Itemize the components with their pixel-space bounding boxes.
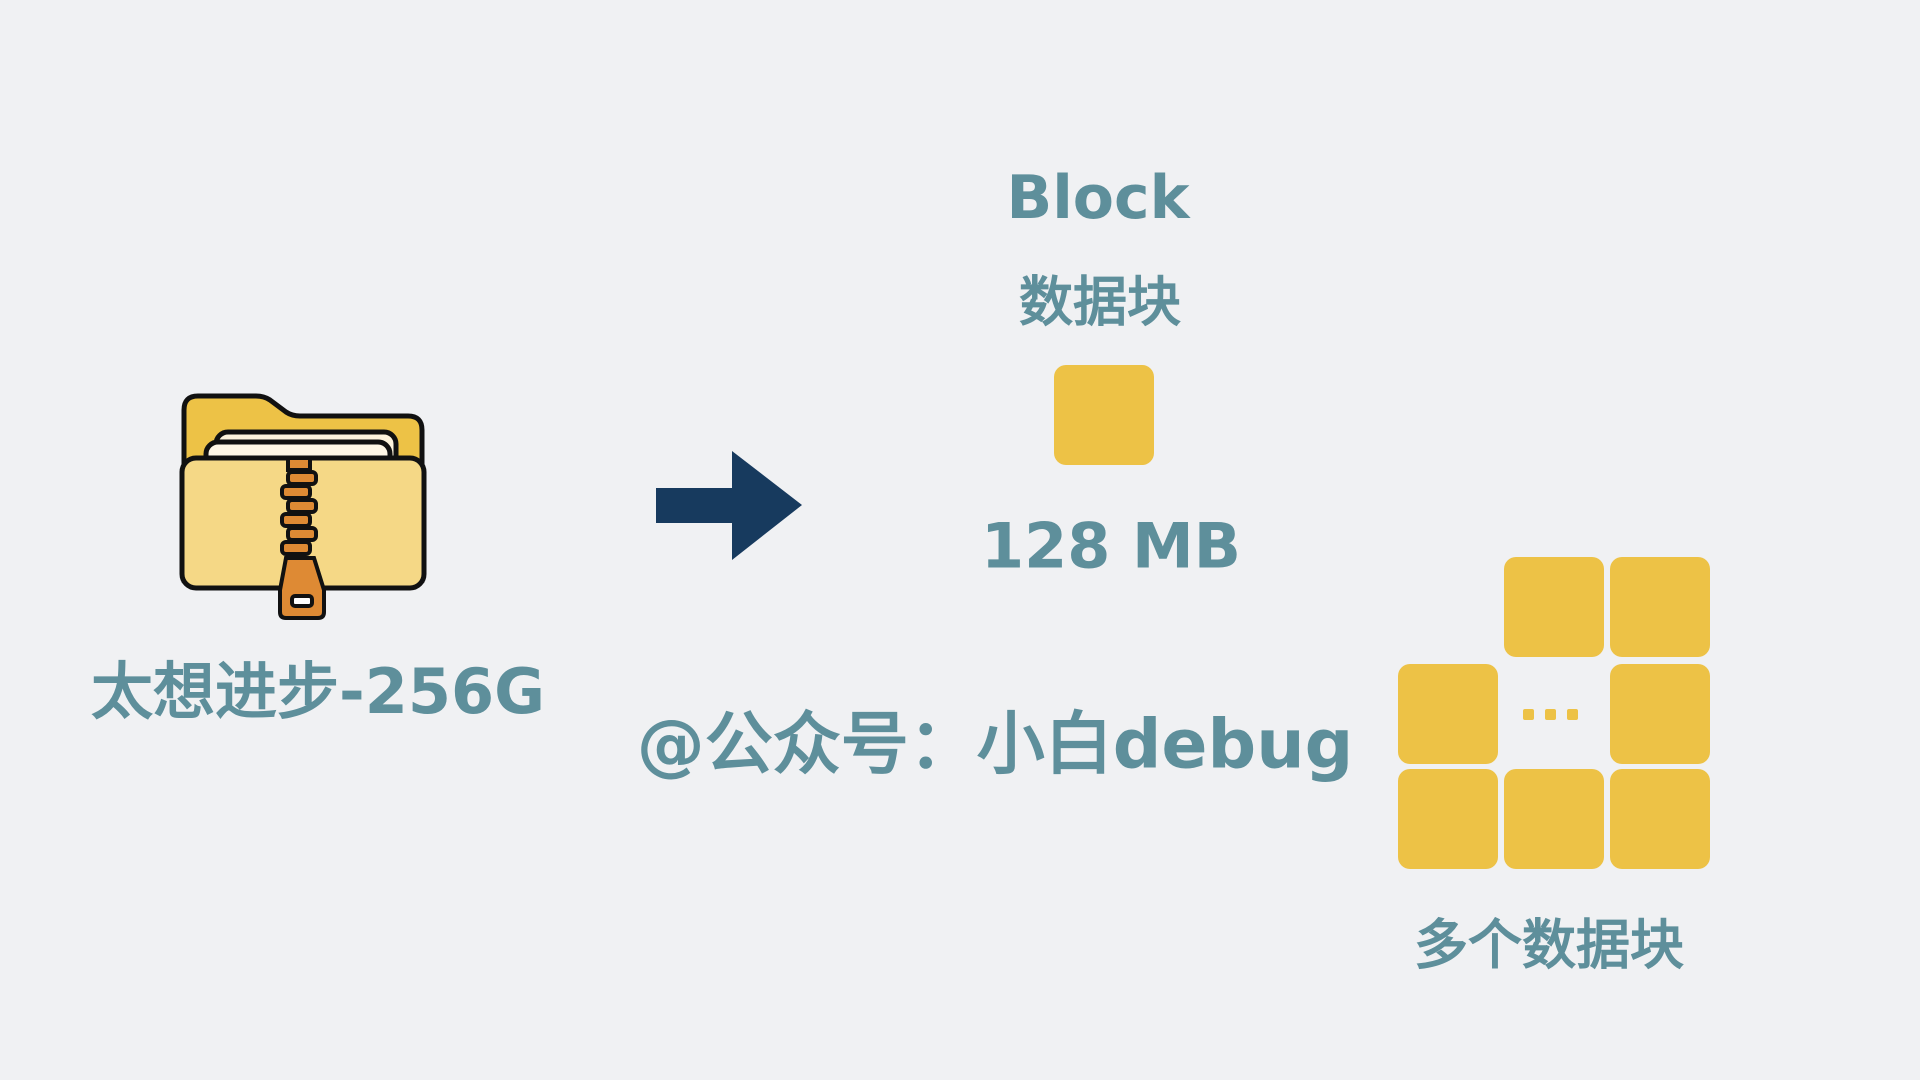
zip-folder-icon [179, 393, 427, 620]
grid-block [1398, 769, 1498, 869]
block-size: 128 MB [981, 509, 1241, 583]
file-label: 太想进步-256G [90, 655, 546, 728]
multi-block-label: 多个数据块 [1414, 913, 1684, 977]
block-title: Block [1006, 163, 1190, 233]
watermark: @公众号：小白debug [636, 705, 1354, 785]
grid-block [1610, 557, 1710, 657]
arrow-right-icon [656, 451, 802, 560]
grid-block [1610, 769, 1710, 869]
grid-block [1610, 664, 1710, 764]
block-subtitle: 数据块 [1019, 270, 1181, 334]
grid-block [1504, 769, 1604, 869]
grid-block [1398, 664, 1498, 764]
grid-block [1504, 557, 1604, 657]
single-block [1054, 365, 1154, 465]
